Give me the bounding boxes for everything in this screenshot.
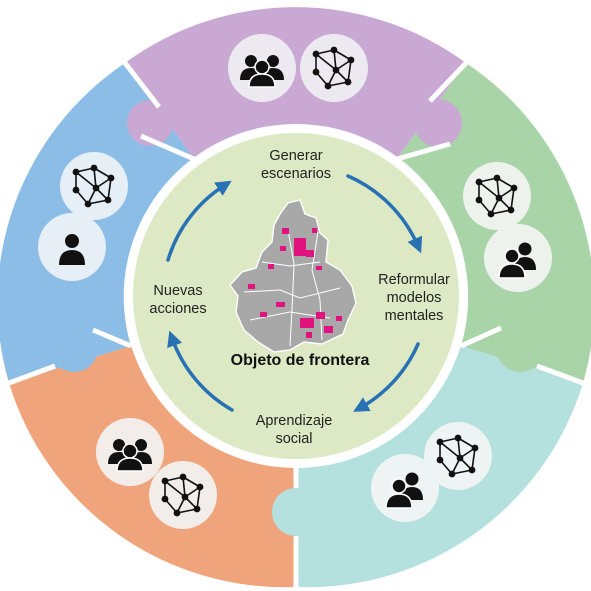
label-line: mentales [385, 308, 444, 324]
badge-left-network [60, 152, 128, 220]
badge-left-person [38, 213, 106, 281]
map-illustration [229, 199, 357, 353]
arrow-1 [346, 174, 423, 254]
badge-bottom-right-network [424, 422, 492, 490]
cycle-arrows [166, 174, 423, 412]
arrow-2 [353, 342, 420, 412]
label-line: Aprendizaje [256, 413, 333, 429]
label-reformular: Reformular modelos mentales [378, 272, 450, 324]
center-title: Objeto de frontera [231, 352, 370, 369]
badge-right-people [484, 224, 552, 292]
badge-top-people [228, 34, 296, 102]
segment-separators [8, 61, 584, 587]
badge-right-network [463, 162, 531, 230]
knob-bottom [272, 488, 320, 536]
knob-top-right [414, 99, 462, 147]
knob-top-left [127, 100, 173, 146]
badge-bottom-left-network [149, 461, 217, 529]
badge-bottom-left-people [96, 418, 164, 486]
label-generar-escenarios: Generar escenarios [261, 148, 331, 182]
segment-top [125, 7, 466, 159]
label-line: acciones [149, 301, 206, 317]
label-aprendizaje-social: Aprendizaje social [256, 413, 333, 447]
puzzle-knobs [50, 99, 544, 536]
label-line: social [275, 431, 312, 447]
label-line: Nuevas [153, 283, 202, 299]
knob-right [496, 324, 544, 372]
label-line: Generar [269, 148, 322, 164]
label-nuevas-acciones: Nuevas acciones [149, 283, 206, 317]
badge-bottom-right-people [371, 454, 439, 522]
arrow-3 [167, 330, 234, 412]
label-line: escenarios [261, 166, 331, 182]
knob-left [50, 324, 98, 372]
arrow-4 [166, 180, 232, 262]
map-highlights [248, 228, 342, 338]
badge-top-network [300, 34, 368, 102]
label-line: modelos [387, 290, 442, 306]
label-line: Reformular [378, 272, 450, 288]
